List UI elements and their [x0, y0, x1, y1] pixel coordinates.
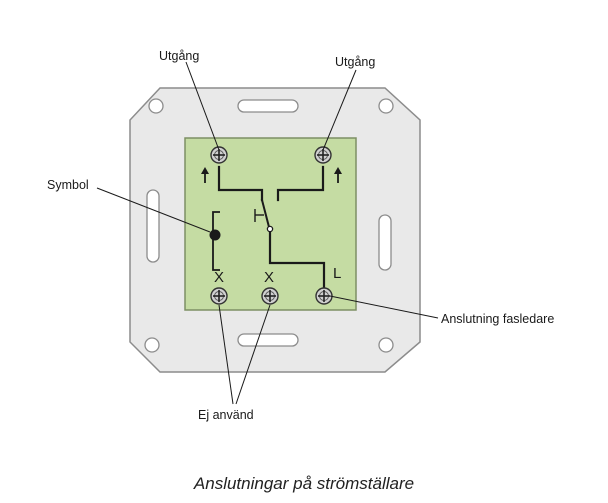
screw-output-left: [210, 146, 228, 164]
diagram-caption: Anslutningar på strömställare: [193, 474, 415, 493]
screw-phase: [315, 287, 333, 305]
leader-unused-left: [218, 304, 234, 405]
leader-output-right: [322, 69, 357, 151]
output-arrow-left: [201, 167, 209, 183]
wiring: [217, 165, 326, 292]
mark-unused-left: X: [214, 269, 224, 286]
screw-unused-right: [261, 287, 279, 305]
mark-unused-right: X: [264, 269, 274, 286]
switch-pivot: [266, 225, 274, 233]
label-symbol: Symbol: [47, 178, 89, 192]
label-output-left: Utgång: [159, 49, 199, 63]
mount-hole-bottom-left: [144, 337, 160, 353]
leader-phase: [329, 295, 439, 319]
wire-phase: [268, 230, 326, 292]
switch-wiring-diagram: X X L Utgång Utgång Symbol Anslutning fa…: [47, 49, 554, 422]
mount-hole-top-right: [378, 98, 394, 114]
wire-output-right: [276, 165, 325, 202]
slot-right: [378, 214, 392, 271]
output-arrow-right: [334, 167, 342, 183]
switch-symbol: [254, 209, 264, 222]
screw-unused-left: [210, 287, 228, 305]
slot-left: [146, 189, 160, 263]
slot-bottom: [237, 333, 299, 347]
leader-symbol: [96, 187, 211, 233]
leader-output-left: [185, 61, 220, 151]
symbol-indicator: [209, 211, 221, 271]
slot-top: [237, 99, 299, 113]
leader-lines: [96, 61, 439, 405]
label-output-right: Utgång: [335, 55, 375, 69]
switch-contact-blade: [260, 198, 271, 229]
wire-output-left: [217, 165, 264, 202]
terminal-screws: [210, 146, 333, 305]
leader-unused-right: [235, 304, 271, 405]
label-unused: Ej använd: [198, 408, 254, 422]
label-phase-connection: Anslutning fasledare: [441, 312, 554, 326]
mount-hole-bottom-right: [378, 337, 394, 353]
mount-hole-top-left: [148, 98, 164, 114]
screw-output-right: [314, 146, 332, 164]
mark-live: L: [333, 265, 341, 282]
